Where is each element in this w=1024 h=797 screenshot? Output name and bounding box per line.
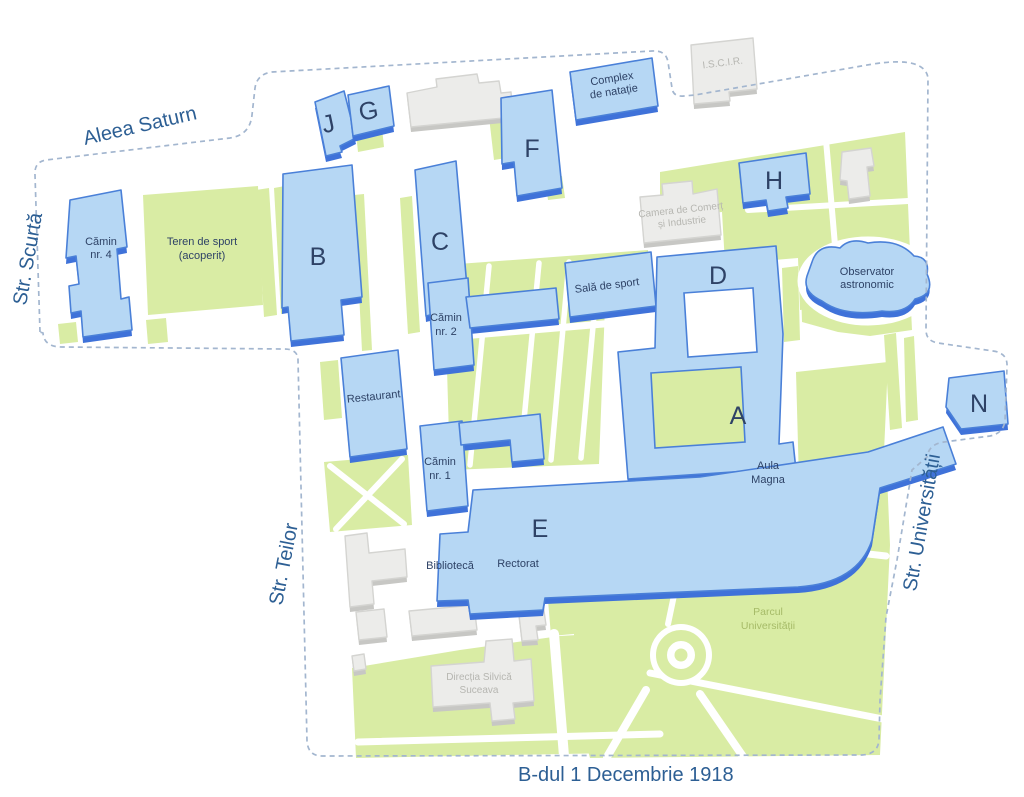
green-strip	[354, 194, 372, 351]
label-building-g: G	[357, 96, 381, 127]
label-restaurant: Restaurant	[346, 388, 401, 406]
courtyard-green	[650, 366, 746, 449]
label-camin4: Cămin	[85, 236, 117, 248]
camin-4-building	[65, 189, 133, 343]
label-building-f: F	[524, 135, 539, 163]
svg-text:(acoperit): (acoperit)	[179, 250, 225, 262]
label-camin2: Cămin	[430, 312, 462, 324]
label-building-c: C	[431, 228, 449, 256]
label-directia-silvica: Direcția Silvică	[446, 672, 512, 683]
green-strip	[782, 266, 800, 342]
svg-text:Universității: Universității	[741, 620, 795, 632]
label-camin1: Cămin	[424, 456, 456, 468]
label-aleea-saturn: Aleea Saturn	[81, 102, 199, 149]
label-parcul: Parcul	[753, 606, 783, 618]
gray-building	[344, 532, 408, 612]
label-bdul-1-decembrie: B-dul 1 Decembrie 1918	[518, 764, 734, 786]
label-teren-sport: Teren de sport	[167, 236, 237, 248]
svg-text:nr. 4: nr. 4	[90, 249, 111, 261]
label-str-teilor: Str. Teilor	[265, 521, 302, 607]
green-strip	[256, 188, 277, 317]
label-building-j: J	[319, 109, 337, 139]
label-biblioteca: Bibliotecă	[426, 560, 475, 572]
label-observator: Observator	[840, 266, 895, 278]
svg-text:astronomic: astronomic	[840, 279, 894, 291]
gray-building	[408, 604, 478, 641]
iscir-building	[690, 37, 758, 109]
restaurant-building	[340, 349, 408, 463]
campus-buildings	[65, 57, 1009, 620]
label-building-a: A	[730, 402, 747, 430]
svg-text:Magna: Magna	[751, 474, 786, 486]
label-rectorat: Rectorat	[497, 558, 539, 570]
svg-text:nr. 2: nr. 2	[435, 326, 456, 338]
roundabout	[650, 624, 712, 686]
teren-de-sport-area	[143, 186, 263, 315]
campus-boundary	[34, 50, 1008, 757]
green-strip	[884, 333, 902, 430]
svg-text:și Industrie: și Industrie	[657, 214, 707, 230]
courtyard-white	[683, 287, 758, 358]
label-iscir: I.S.C.I.R.	[702, 56, 744, 72]
green-patch	[320, 360, 342, 420]
label-aula-magna: Aula	[757, 460, 780, 472]
building-a-complex	[617, 245, 799, 501]
gray-building-labels: I.S.C.I.R. Camera de Comerț și Industrie…	[446, 56, 795, 696]
label-building-e: E	[532, 515, 549, 543]
svg-text:nr. 1: nr. 1	[429, 470, 450, 482]
label-building-n: N	[970, 390, 988, 418]
label-building-b: B	[310, 243, 327, 271]
gray-building	[351, 653, 367, 676]
label-building-h: H	[765, 167, 783, 195]
green-strip	[904, 336, 918, 422]
green-patch	[146, 318, 168, 344]
green-strip	[400, 196, 420, 334]
label-building-d: D	[709, 262, 727, 290]
gray-building	[355, 608, 388, 645]
building-letters: J G B C F H D A E N	[310, 96, 988, 543]
label-str-scurta: Str. Scurtă	[9, 210, 47, 307]
green-patch	[58, 322, 78, 344]
gray-building	[406, 73, 514, 132]
svg-text:Suceava: Suceava	[460, 685, 499, 696]
